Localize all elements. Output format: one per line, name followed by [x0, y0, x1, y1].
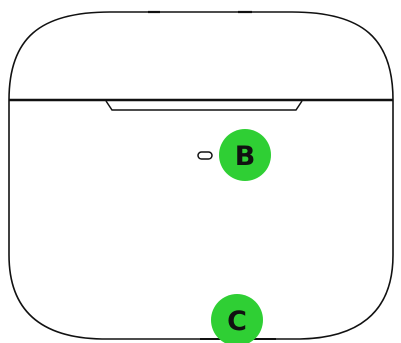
- callout-b: B: [219, 129, 271, 181]
- callout-b-badge: [219, 129, 271, 181]
- callout-c-badge: [211, 294, 263, 343]
- lid-notch: [105, 100, 303, 111]
- callout-b-label: B: [235, 141, 256, 172]
- callout-c: C: [211, 294, 263, 343]
- callout-c-label: C: [227, 306, 247, 337]
- led-indicator-icon: [197, 151, 213, 160]
- case-outline: [8, 11, 394, 340]
